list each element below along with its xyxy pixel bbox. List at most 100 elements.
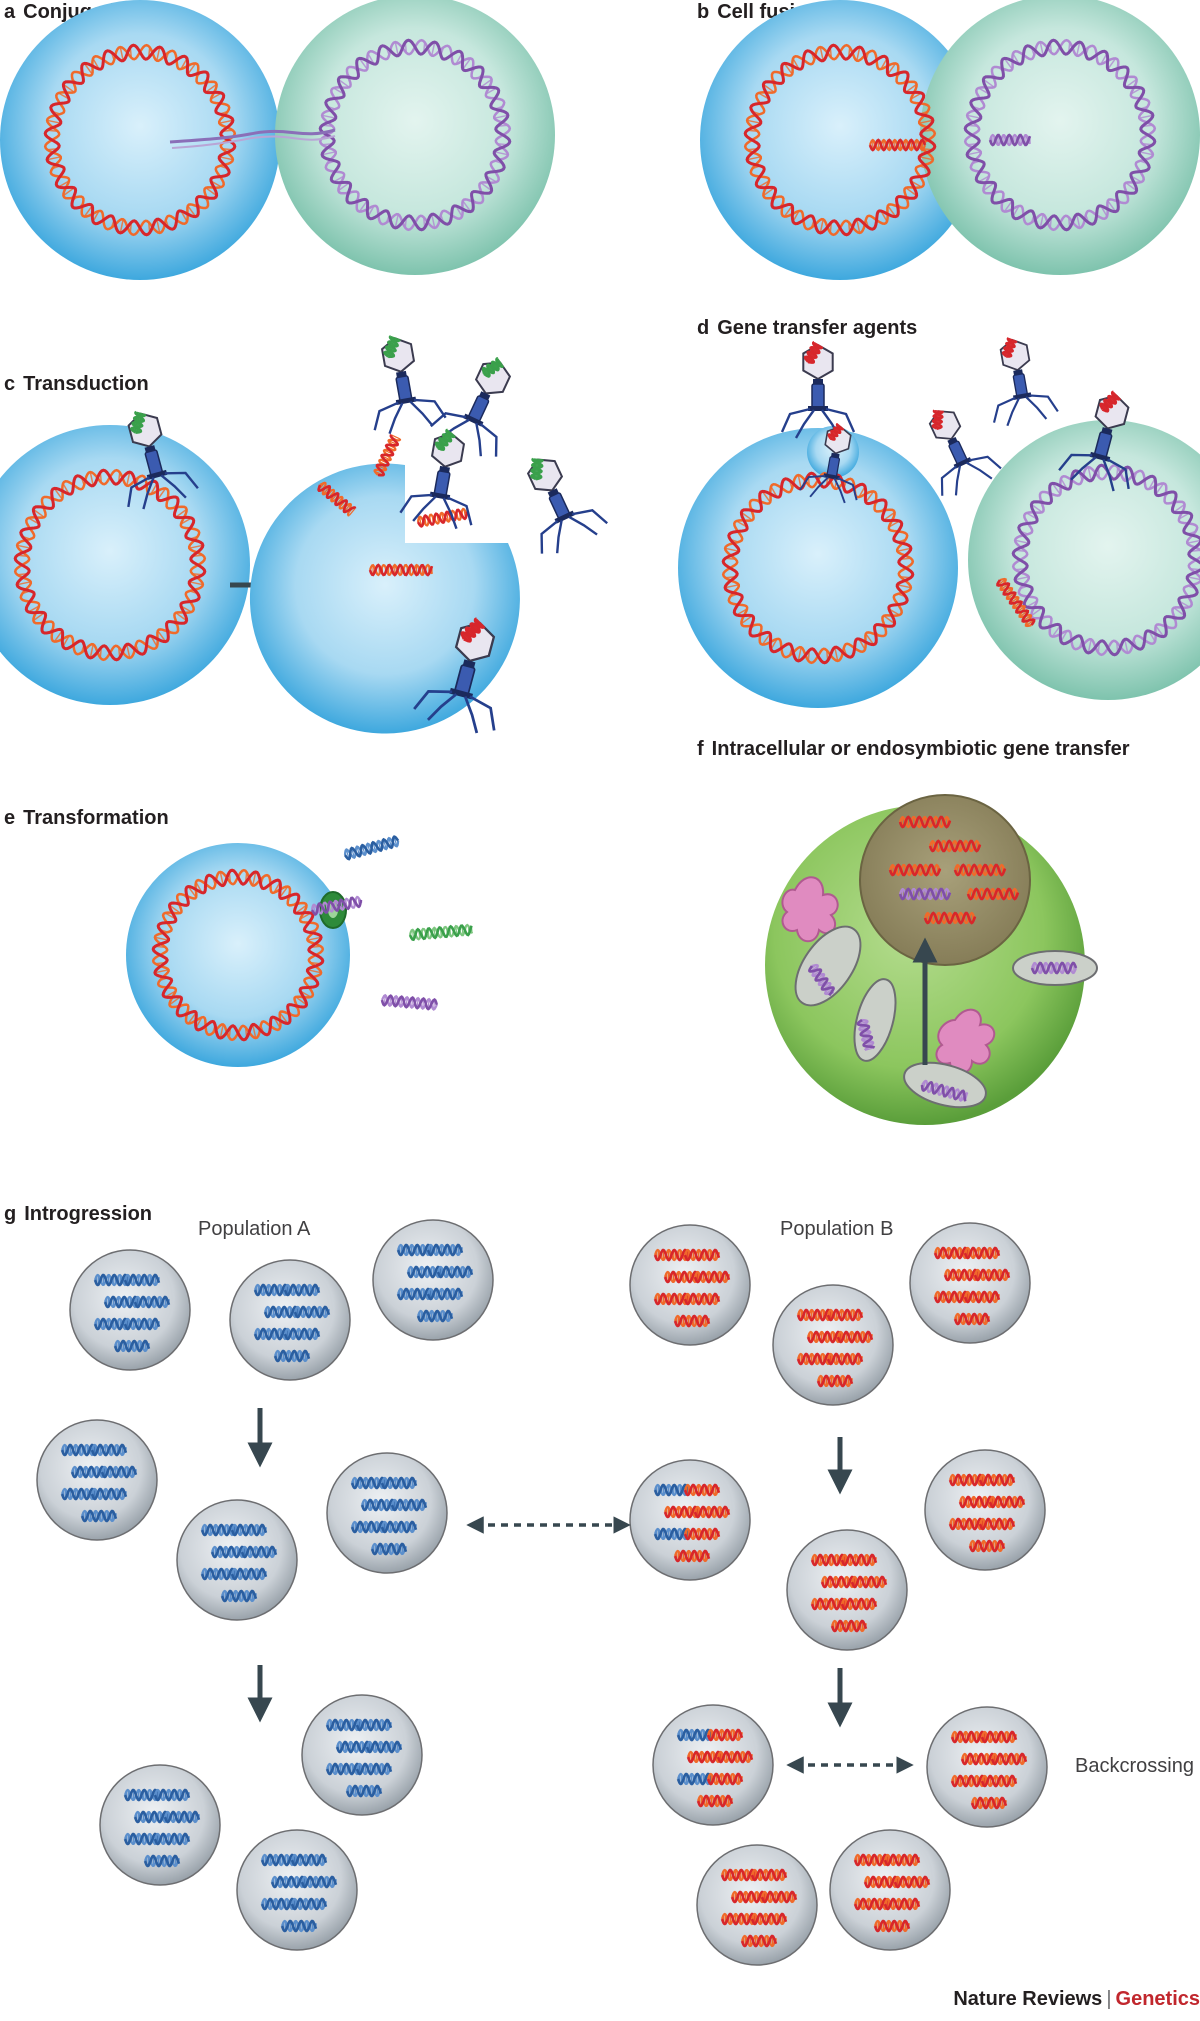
dna-strand: [928, 839, 982, 853]
dna-strand: [743, 43, 937, 237]
base-pair: [32, 508, 45, 518]
base-pair: [337, 78, 350, 88]
phage-tail: [1012, 373, 1028, 398]
dna-strand: [426, 1243, 464, 1257]
phage-tail-fibre: [940, 465, 958, 496]
dna-strand: [820, 1575, 858, 1589]
helix-body: [240, 1545, 278, 1559]
dna-strand: [373, 438, 402, 476]
base-pair: [390, 335, 400, 341]
helix-body: [260, 1897, 298, 1911]
helix-body: [888, 863, 942, 877]
base-pair: [1112, 391, 1121, 399]
gta-particle-icon: [992, 337, 1059, 427]
panel-letter: b: [697, 1, 709, 23]
dna-strand: [143, 1854, 181, 1868]
free-dna: [408, 923, 474, 942]
dna-strand: [368, 563, 434, 577]
dna-strand: [663, 1505, 701, 1519]
dna-strand: [355, 1718, 393, 1732]
helix-body: [988, 133, 1032, 147]
dna-strand: [380, 1520, 418, 1534]
dna-strand: [131, 410, 146, 434]
base-pair: [919, 156, 934, 161]
helix-body: [317, 481, 357, 517]
helix-body: [730, 1890, 768, 1904]
dna-strand: [676, 1728, 714, 1742]
dna-strand: [375, 433, 399, 477]
lysed-cell: [249, 463, 520, 734]
helix-body: [653, 1292, 691, 1306]
phage-tail-fibre: [430, 412, 467, 428]
dna-strand: [93, 1273, 131, 1287]
dna-strand: [988, 1495, 1026, 1509]
helix-body: [920, 1079, 969, 1102]
helix-body: [836, 1330, 874, 1344]
dna-strand: [943, 1268, 981, 1282]
journal-footer: Nature Reviews|Genetics: [953, 1988, 1200, 2018]
base-pair: [865, 633, 875, 646]
helix-body: [830, 1619, 868, 1633]
dna-strand: [888, 863, 942, 877]
helix-body: [750, 1912, 788, 1926]
base-pair: [1087, 466, 1092, 481]
nuclear-dna: [953, 863, 1007, 877]
base-pair: [175, 612, 188, 622]
gta-particle-icon: [780, 341, 856, 439]
dna-strand: [100, 1465, 138, 1479]
dna-strand: [990, 1752, 1028, 1766]
dna-strand: [806, 1330, 844, 1344]
helix-body: [350, 1476, 388, 1490]
helix-body: [796, 1352, 834, 1366]
base-pair: [887, 205, 897, 218]
donor-chromosome: [43, 43, 237, 237]
helix-body: [810, 1553, 848, 1567]
phage-tail-fibre: [568, 515, 598, 536]
phage-baseplate: [429, 491, 451, 500]
nuclear-dna: [966, 887, 1020, 901]
infected-cell: [0, 425, 250, 705]
dna-strand: [350, 1520, 388, 1534]
base-pair: [431, 214, 436, 229]
golgi-apparatus: [935, 1008, 996, 1074]
base-pair: [1187, 576, 1200, 581]
dna-strand: [123, 1317, 161, 1331]
helix-body: [883, 1897, 921, 1911]
phage-tail-fibre: [1058, 453, 1093, 472]
base-pair: [394, 214, 399, 229]
dna-strand: [673, 1549, 711, 1563]
helix-body: [390, 1498, 428, 1512]
phage-tail-fibre: [1070, 456, 1097, 481]
base-pair: [966, 114, 981, 119]
helix-body: [380, 1476, 418, 1490]
helix-body: [103, 1295, 141, 1309]
panel-b-cell-fusion: [700, 0, 1200, 280]
dna-strand: [113, 1339, 151, 1353]
helix-body: [826, 1352, 864, 1366]
phage-icon: [413, 617, 496, 734]
helix-body: [683, 1483, 721, 1497]
dna-strand: [893, 1875, 931, 1889]
dna-strand: [310, 896, 363, 916]
base-pair: [189, 581, 204, 586]
helix-body: [200, 1523, 238, 1537]
base-pair: [1155, 482, 1165, 495]
producer-chromosome: [721, 471, 915, 665]
nuclear-dna: [923, 911, 977, 925]
base-pair: [746, 156, 761, 161]
helix-body: [693, 1270, 731, 1284]
helix-body: [923, 911, 977, 925]
phage-tail-fibre: [399, 493, 433, 514]
base-pair: [394, 41, 399, 56]
helix-body: [980, 1730, 1018, 1744]
helix-body: [760, 1890, 798, 1904]
dna-strand: [408, 923, 474, 941]
base-pair: [447, 429, 455, 437]
dna-strand: [830, 1619, 868, 1633]
dna-strand: [384, 335, 399, 359]
dna-strand: [978, 1517, 1016, 1531]
dna-strand: [968, 1539, 1006, 1553]
